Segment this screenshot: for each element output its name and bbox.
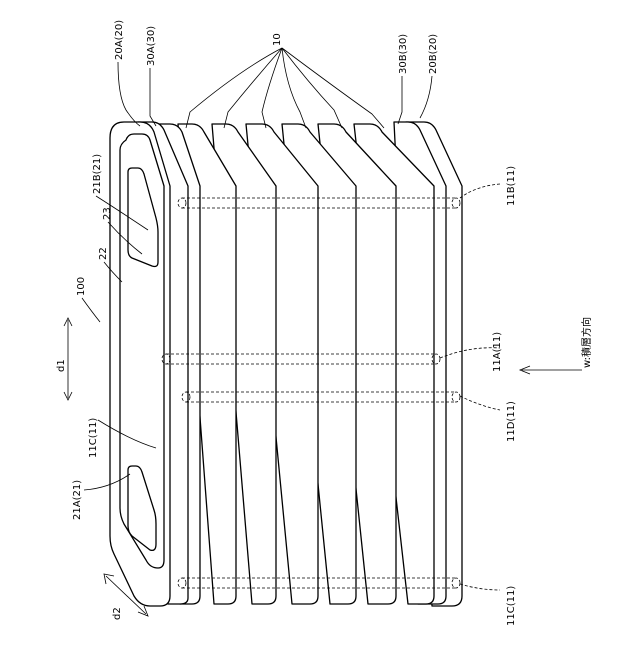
- label-22: 22: [98, 247, 109, 260]
- label-30A: 30A(30): [146, 26, 157, 66]
- label-100: 100: [76, 277, 87, 296]
- label-11C-bottom: 11C(11): [506, 586, 517, 626]
- label-20B: 20B(20): [428, 34, 439, 74]
- label-20A: 20A(20): [114, 20, 125, 60]
- end-plate-20A: [110, 122, 170, 606]
- label-d1: d1: [56, 359, 67, 372]
- label-11B: 11B(11): [506, 166, 517, 206]
- label-21A: 21A(21): [72, 480, 83, 520]
- label-30B: 30B(30): [398, 34, 409, 74]
- label-11D: 11D(11): [506, 401, 517, 442]
- label-10: 10: [272, 33, 283, 46]
- label-11C-top: 11C(11): [88, 418, 99, 458]
- label-11A: 11A(11): [492, 332, 503, 372]
- label-23: 23: [102, 207, 113, 220]
- label-d2: d2: [112, 607, 123, 620]
- label-stacking-direction: w:積層方向: [580, 317, 593, 368]
- label-21B: 21B(21): [92, 154, 103, 194]
